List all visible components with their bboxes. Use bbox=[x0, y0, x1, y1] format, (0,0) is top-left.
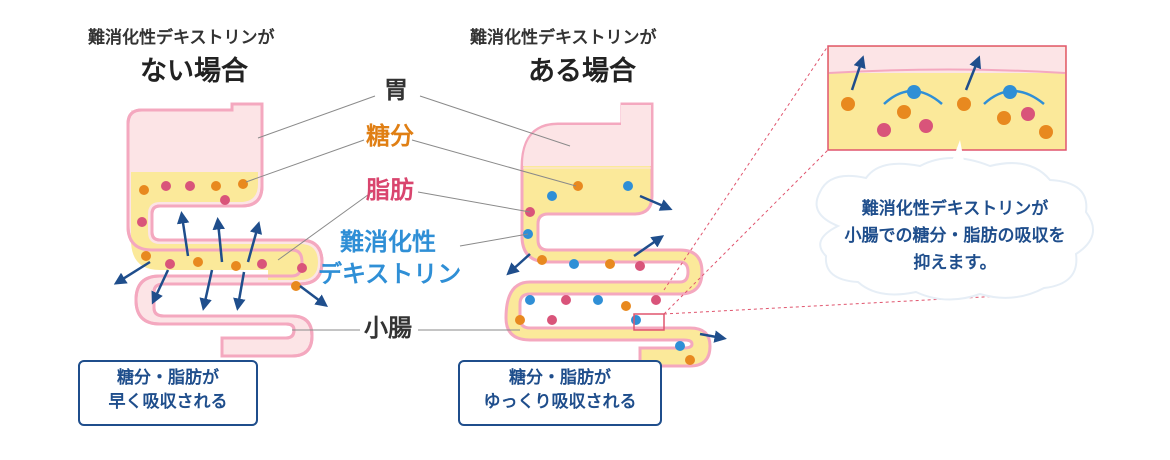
left-absorption-arrows bbox=[113, 211, 328, 311]
fat-dot bbox=[561, 295, 571, 305]
zoom-panel bbox=[827, 45, 1067, 151]
left-contents bbox=[131, 172, 318, 280]
sugar-dot bbox=[897, 105, 911, 119]
label-fat: 脂肪 bbox=[366, 176, 414, 204]
arrow bbox=[113, 260, 151, 285]
right-particles bbox=[515, 181, 695, 365]
left-stomach-outline-inner bbox=[126, 104, 304, 340]
dextrin-dot bbox=[675, 341, 685, 351]
dextrin-dot bbox=[569, 259, 579, 269]
sugar-dot bbox=[238, 179, 248, 189]
callout-text: 難消化性デキストリンが 小腸での糖分・脂肪の吸収を 抑えます。 bbox=[815, 196, 1095, 277]
arrow bbox=[233, 271, 246, 311]
left-caption-box: 糖分・脂肪が 早く吸収される bbox=[78, 360, 258, 426]
callout-line3: 抑えます。 bbox=[913, 253, 997, 273]
left-stomach-fill bbox=[131, 110, 259, 172]
label-dextrin-line1: 難消化性 bbox=[340, 228, 436, 256]
dextrin-dot bbox=[623, 181, 633, 191]
fat-dot bbox=[547, 315, 557, 325]
right-digestive-tract bbox=[504, 102, 712, 368]
right-caption-line1: 糖分・脂肪が bbox=[509, 368, 611, 388]
right-heading-line2: ある場合 bbox=[528, 56, 636, 87]
right-caption-box: 糖分・脂肪が ゆっくり吸収される bbox=[458, 360, 662, 426]
sugar-dot bbox=[211, 181, 221, 191]
sugar-dot bbox=[193, 257, 203, 267]
left-stomach-outline bbox=[150, 102, 324, 358]
arrow bbox=[506, 253, 531, 276]
arrow bbox=[633, 235, 665, 258]
fat-dot bbox=[297, 263, 307, 273]
label-dextrin-line2: デキストリン bbox=[318, 260, 462, 288]
dextrin-shield bbox=[983, 89, 1045, 105]
arrow bbox=[246, 221, 263, 263]
sugar-dot bbox=[231, 261, 241, 271]
zoom-line bbox=[663, 149, 829, 315]
arrow bbox=[212, 217, 225, 263]
dextrin-dot bbox=[631, 315, 641, 325]
sugar-dot bbox=[957, 97, 971, 111]
dextrin-dot bbox=[593, 295, 603, 305]
left-particles bbox=[137, 179, 307, 291]
leader-lines bbox=[245, 95, 577, 331]
arrow bbox=[176, 211, 190, 257]
callout-line2: 小腸での糖分・脂肪の吸収を bbox=[844, 226, 1066, 246]
arrow bbox=[639, 194, 673, 211]
label-stomach: 胃 bbox=[384, 76, 408, 104]
sugar-dot bbox=[291, 281, 301, 291]
sugar-dot bbox=[573, 181, 583, 191]
sugar-dot bbox=[141, 251, 151, 261]
sugar-dot bbox=[841, 97, 855, 111]
sugar-dot bbox=[139, 185, 149, 195]
left-digestive-tract bbox=[126, 102, 324, 358]
callout-cloud bbox=[815, 140, 1095, 301]
arrow bbox=[299, 285, 328, 307]
sugar-dot bbox=[621, 301, 631, 311]
fat-dot bbox=[257, 259, 267, 269]
fat-dot bbox=[185, 181, 195, 191]
fat-dot bbox=[165, 259, 175, 269]
arrow bbox=[964, 55, 982, 91]
arrow bbox=[151, 269, 170, 305]
right-stomach-outer bbox=[504, 102, 712, 368]
left-caption-line1: 糖分・脂肪が bbox=[117, 368, 219, 388]
sugar-dot bbox=[605, 259, 615, 269]
dextrin-dot bbox=[547, 191, 557, 201]
fat-dot bbox=[635, 261, 645, 271]
right-absorption-arrows bbox=[506, 194, 727, 343]
left-heading-line2: ない場合 bbox=[140, 56, 248, 87]
fat-dot bbox=[220, 195, 230, 205]
fat-dot bbox=[161, 181, 171, 191]
zoom-line bbox=[663, 45, 829, 291]
right-caption-line2: ゆっくり吸収される bbox=[483, 392, 637, 412]
arrow bbox=[199, 269, 214, 311]
left-caption-line2: 早く吸収される bbox=[108, 392, 228, 412]
fat-dot bbox=[877, 123, 891, 137]
left-heading-line1: 難消化性デキストリンが bbox=[88, 28, 275, 48]
magnify-target-box bbox=[633, 313, 665, 331]
right-heading-line1: 難消化性デキストリンが bbox=[470, 28, 657, 48]
fat-dot bbox=[651, 295, 661, 305]
arrow bbox=[699, 330, 727, 343]
callout-line1: 難消化性デキストリンが bbox=[861, 199, 1049, 219]
fat-dot bbox=[1021, 107, 1035, 121]
dextrin-dot bbox=[525, 295, 535, 305]
sugar-dot bbox=[1039, 125, 1053, 139]
fat-dot bbox=[919, 119, 933, 133]
label-sugar: 糖分 bbox=[366, 122, 414, 150]
sugar-dot bbox=[537, 255, 547, 265]
arrow bbox=[850, 55, 866, 91]
right-stomach-pink bbox=[523, 105, 651, 166]
dextrin-shield bbox=[883, 89, 943, 105]
fat-dot bbox=[137, 217, 147, 227]
sugar-dot bbox=[997, 111, 1011, 125]
sugar-dot bbox=[515, 315, 525, 325]
sugar-dot bbox=[685, 355, 695, 365]
label-small-intestine: 小腸 bbox=[364, 314, 412, 342]
